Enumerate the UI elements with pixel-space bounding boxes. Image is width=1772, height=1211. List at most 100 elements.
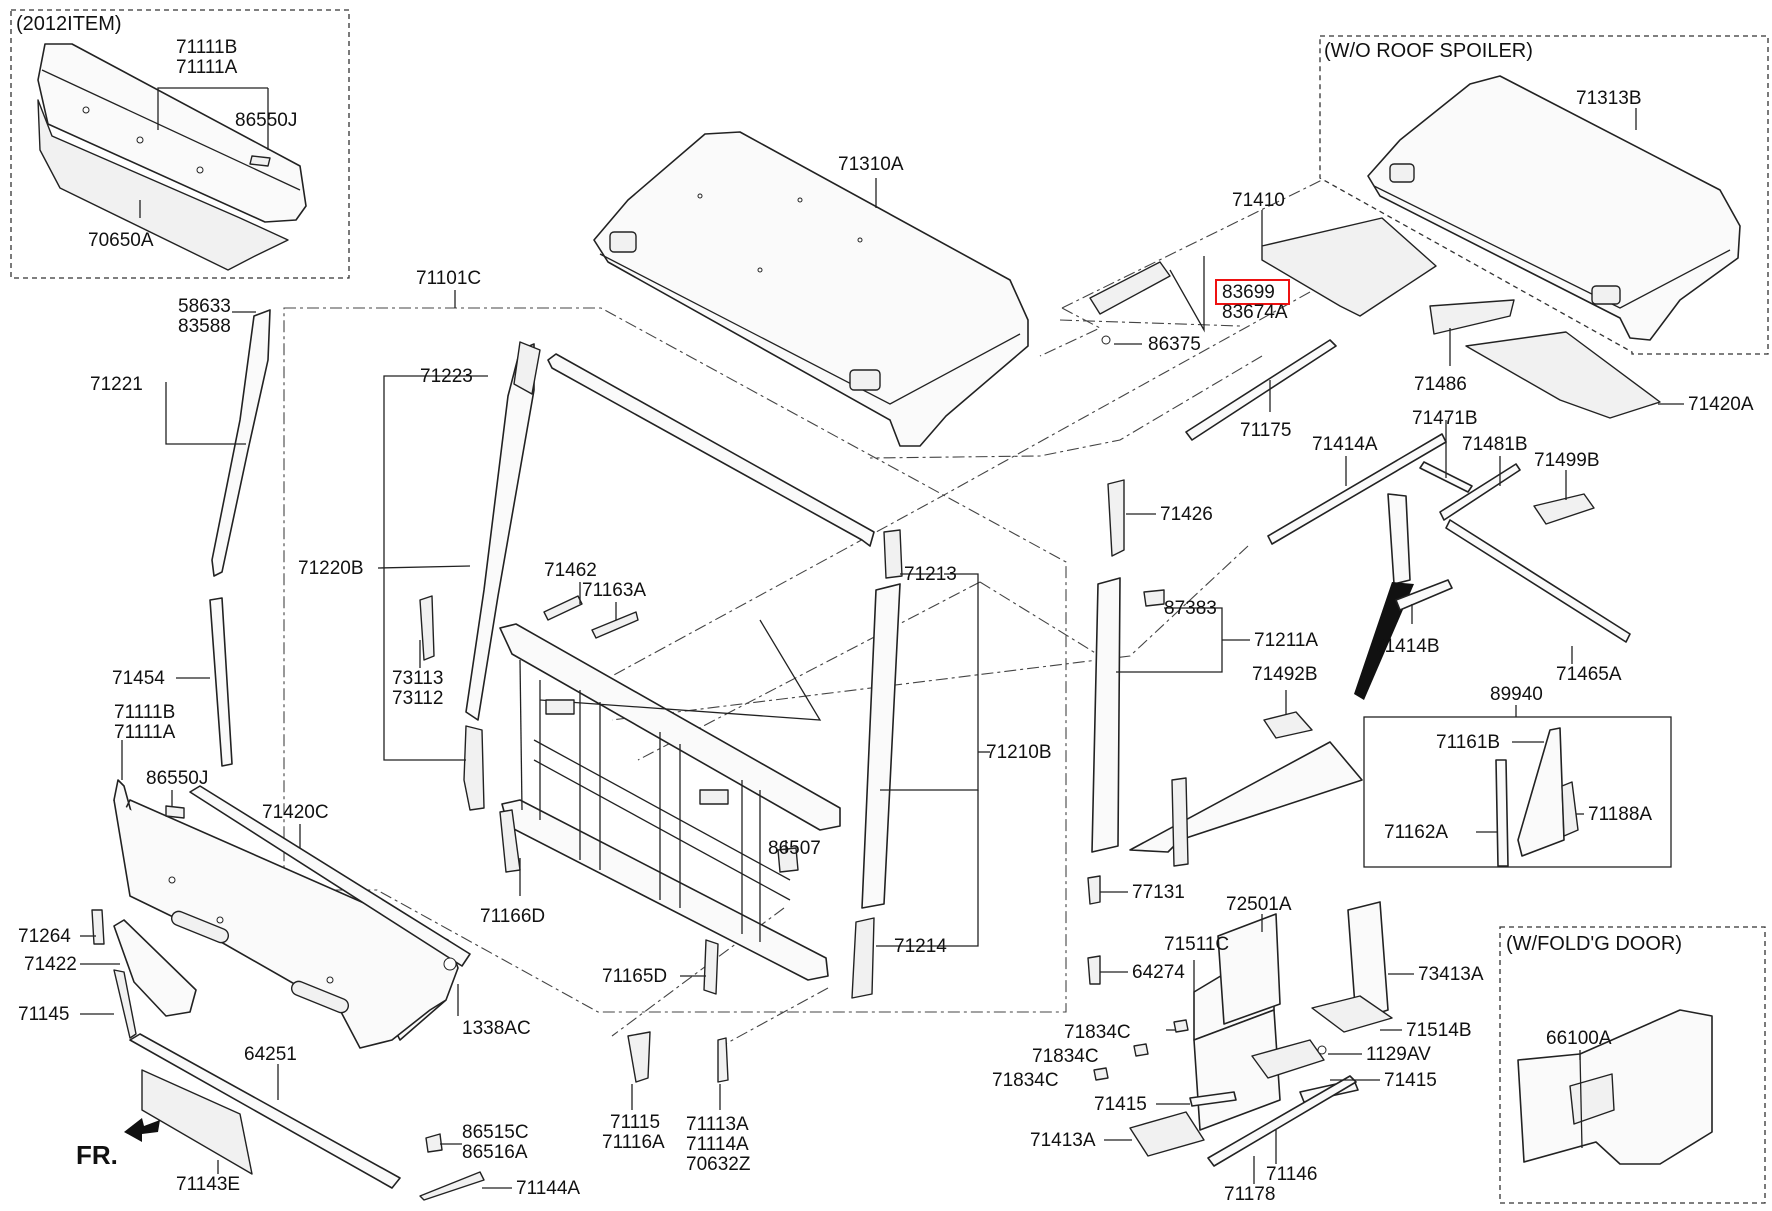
- label-71511c: 71511C: [1164, 934, 1229, 955]
- label-71188a: 71188A: [1588, 804, 1652, 825]
- part-drawing-bar-71465a: [1445, 519, 1631, 643]
- part-drawing-clip-77131: [1087, 875, 1101, 905]
- label-71145: 71145: [18, 1004, 69, 1025]
- part-drawing-panel-71410: [1261, 217, 1437, 317]
- part-drawing-pillar-71220b: [465, 343, 535, 721]
- label-86515c: 86515C: [462, 1122, 529, 1143]
- label-71178: 71178: [1224, 1184, 1275, 1205]
- part-drawing-rail-64251: [129, 1033, 401, 1189]
- part-drawing-bracket-71213: [883, 529, 903, 579]
- label-71264: 71264: [18, 926, 71, 947]
- part-drawing-pillar-71211a: [1091, 577, 1121, 853]
- dash-line-j: [1059, 319, 1241, 327]
- label-77131: 77131: [1132, 882, 1185, 903]
- label-71462: 71462: [544, 560, 597, 581]
- dash-line-a: [1061, 179, 1323, 309]
- label-71465a: 71465A: [1556, 664, 1622, 685]
- part-drawing-strip-71145: [113, 969, 137, 1039]
- section-label-2012-item: (2012ITEM): [16, 13, 122, 35]
- part-drawing-post-71414b: [1387, 493, 1411, 585]
- part-drawing-bracket-71426: [1107, 479, 1125, 557]
- section-label-w-folding-door: (W/FOLD'G DOOR): [1506, 933, 1682, 955]
- part-drawing-bracket-71264: [91, 909, 105, 945]
- label-71514b: 71514B: [1406, 1020, 1472, 1041]
- label-86550j-top: 86550J: [235, 110, 297, 131]
- section-box-2012-item: [10, 9, 350, 279]
- label-71175: 71175: [1240, 420, 1291, 441]
- label-71834c-1: 71834C: [1064, 1022, 1131, 1043]
- label-71161b: 71161B: [1436, 732, 1500, 753]
- part-drawing-strip-71163a: [591, 611, 639, 639]
- label-1129av: 1129AV: [1366, 1044, 1431, 1065]
- dash-line-h: [611, 907, 785, 1037]
- label-71116a: 71116A: [602, 1132, 665, 1153]
- leader-71210b-frame: [880, 573, 979, 791]
- label-71223: 71223: [420, 366, 473, 387]
- label-71834c-2: 71834C: [1032, 1046, 1099, 1067]
- part-drawing-shading: [1354, 582, 1414, 700]
- leader-71221: [165, 382, 246, 445]
- label-83699[interactable]: 83699: [1222, 282, 1275, 303]
- label-71165d: 71165D: [602, 966, 667, 987]
- part-drawing-bracket-71161b: [1517, 727, 1565, 857]
- part-drawing-bar-71415: [1189, 1091, 1237, 1107]
- part-drawing-bracket-71486: [1429, 299, 1515, 335]
- section-label-wo-roof-spoiler: (W/O ROOF SPOILER): [1324, 40, 1533, 62]
- dash-line-e: [611, 545, 1249, 721]
- section-box-wo-roof-spoiler: [1319, 35, 1769, 355]
- label-86507: 86507: [768, 838, 821, 859]
- part-drawing-bracket-83699: [1089, 261, 1171, 315]
- label-71422: 71422: [24, 954, 77, 975]
- label-71214: 71214: [894, 936, 947, 957]
- part-drawing-bar-71481b: [1439, 463, 1521, 521]
- part-drawing-post-frame: [1171, 777, 1189, 867]
- leader-71214: [876, 790, 979, 947]
- part-drawing-panel-71422: [113, 919, 197, 1017]
- label-71415-left: 71415: [1094, 1094, 1147, 1115]
- part-drawing-rear-panel-lower: [113, 779, 459, 1049]
- part-drawing-panel-71420a: [1465, 331, 1661, 419]
- label-71313b: 71313B: [1576, 88, 1642, 109]
- label-71101c: 71101C: [416, 268, 481, 289]
- part-drawing-bar-71162a: [1495, 759, 1509, 867]
- label-86550j-bot: 86550J: [146, 768, 208, 789]
- label-71113a: 71113A: [686, 1114, 749, 1135]
- label-70632z: 70632Z: [686, 1154, 751, 1175]
- label-73413a: 73413A: [1418, 964, 1484, 985]
- part-drawing-roof-panel-71310a: [593, 131, 1029, 447]
- label-89940: 89940: [1490, 684, 1543, 705]
- label-71162a: 71162A: [1384, 822, 1448, 843]
- dash-line-b: [1039, 307, 1102, 357]
- label-71420c: 71420C: [262, 802, 329, 823]
- part-drawing-bolt-1338ac: [443, 957, 457, 971]
- label-71211a: 71211A: [1254, 630, 1318, 651]
- part-drawing-bolt-1129av: [1317, 1045, 1327, 1055]
- part-drawing-clip-64274: [1087, 955, 1101, 985]
- label-72501a: 72501A: [1226, 894, 1292, 915]
- dash-line-d: [611, 291, 1311, 677]
- label-71413a: 71413A: [1030, 1130, 1096, 1151]
- label-71163a: 71163A: [582, 580, 646, 601]
- leader-71220b: [377, 565, 471, 569]
- part-drawing-plate-71514b: [1311, 995, 1393, 1033]
- leader-83699: [1169, 256, 1205, 333]
- label-86516a: 86516A: [462, 1142, 528, 1163]
- part-drawing-plate-71499b: [1533, 493, 1595, 525]
- part-drawing-rail-71178: [1207, 1075, 1357, 1167]
- label-83588: 83588: [178, 316, 231, 337]
- label-71146: 71146: [1266, 1164, 1317, 1185]
- label-71111a-top: 71111A: [176, 57, 238, 78]
- label-66100a: 66100A: [1546, 1028, 1612, 1049]
- part-drawing-center-frame: [499, 619, 841, 981]
- label-71310a: 71310A: [838, 154, 904, 175]
- label-71210b: 71210B: [986, 742, 1052, 763]
- label-71221: 71221: [90, 374, 143, 395]
- label-71213: 71213: [904, 564, 957, 585]
- dash-line-c: [869, 355, 1263, 459]
- leader-71111: [157, 87, 268, 130]
- part-drawing-rail-71420c: [189, 785, 471, 967]
- part-drawing-strip-71462: [543, 595, 583, 621]
- label-71834c-3: 71834C: [992, 1070, 1059, 1091]
- label-71471b: 71471B: [1412, 408, 1478, 429]
- part-drawing-strip-71144a: [419, 1171, 485, 1201]
